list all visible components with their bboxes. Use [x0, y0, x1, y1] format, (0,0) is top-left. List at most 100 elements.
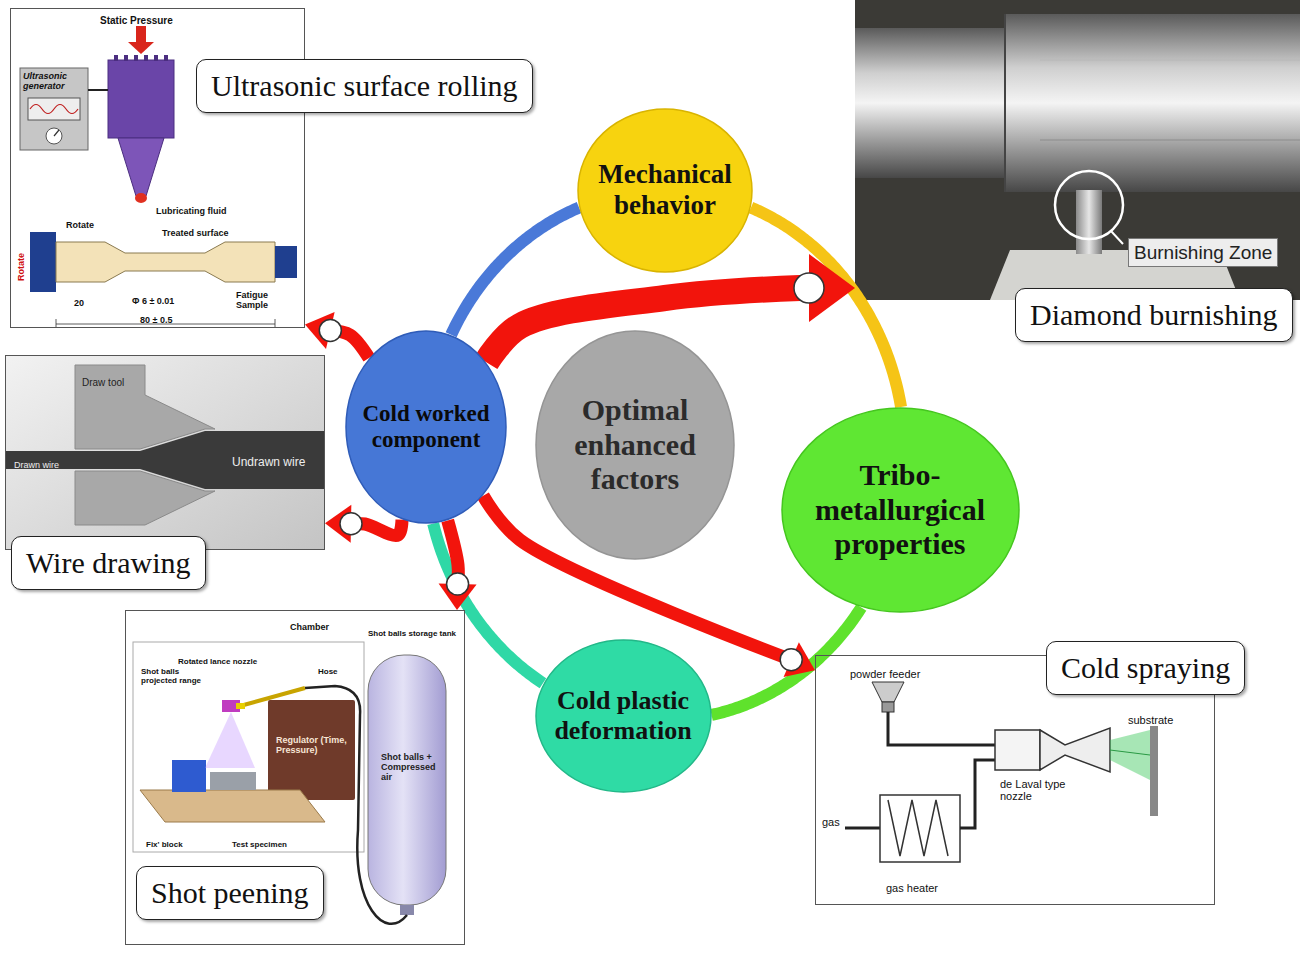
heater-coil: [888, 800, 948, 856]
substrate-plate: [1150, 726, 1158, 816]
label-anchor: de Laval type nozzle: [1000, 778, 1090, 804]
regulator: [268, 700, 355, 800]
part-label: Undrawn wire: [232, 456, 305, 469]
workpiece-step: [1004, 14, 1006, 192]
test-specimen: [210, 772, 256, 790]
rolling-head: [108, 60, 174, 138]
label-anchor: powder feeder: [850, 664, 920, 682]
gas-line: [845, 827, 880, 830]
label-anchor: Burnishing Zone: [1128, 238, 1278, 267]
label-anchor: Lubricating fluid: [156, 200, 227, 218]
part-label: Draw tool: [82, 377, 124, 388]
arrow-marker: [794, 273, 824, 303]
part-label: 20: [74, 298, 84, 308]
ring-arc-line: [711, 607, 861, 715]
flow-arrow: [305, 312, 369, 358]
fatigue-sample: [56, 242, 275, 282]
illustration-panel: Shot peening: [125, 610, 465, 945]
base-plate: [140, 790, 325, 822]
label-anchor: Undrawn wire: [232, 452, 305, 470]
part-label: Φ 6 ± 0.01: [132, 296, 174, 306]
center-circle: Optimal enhanced factors: [535, 330, 735, 560]
storage-tank: [368, 655, 446, 905]
label-anchor: Static Pressure: [100, 10, 173, 28]
label-anchor: Shot balls + Compressed air: [381, 752, 443, 784]
laval-nozzle: [1040, 728, 1110, 772]
head-tab: [114, 55, 118, 61]
part-label: de Laval type nozzle: [1000, 778, 1090, 803]
spray-cone: [205, 712, 255, 768]
label-anchor: Drawn wire: [14, 454, 59, 472]
dimension-tick: [56, 319, 57, 327]
part-label: Treated surface: [162, 228, 229, 238]
label-anchor: Fatigue Sample: [236, 290, 278, 312]
circle-fill: [578, 109, 752, 272]
label-anchor: Shot balls storage tank: [368, 622, 456, 640]
gas-line: [960, 760, 995, 828]
clamp: [30, 232, 56, 292]
label-anchor: Treated surface: [162, 222, 229, 240]
ring-arc-line: [751, 208, 901, 407]
pressure-arrow: [128, 42, 154, 54]
panel-title: Shot peening: [136, 866, 324, 920]
ring-arc: [751, 208, 901, 407]
part-label: powder feeder: [850, 668, 920, 680]
particle-jet: [1110, 750, 1150, 755]
part-label: Chamber: [290, 622, 329, 632]
clamp: [275, 246, 297, 278]
part-label: Shot balls projected range: [141, 668, 216, 686]
generator-dial: [46, 128, 62, 144]
powder-hopper: [882, 702, 894, 712]
label-anchor: Rotate: [7, 256, 35, 274]
fix-block: [172, 760, 206, 792]
circle-fill: [782, 408, 1019, 612]
machining-mark: [1040, 140, 1300, 141]
powder-line: [888, 712, 995, 745]
arrow-marker: [780, 649, 802, 671]
part-label: Test specimen: [232, 841, 287, 850]
particle-jet: [1110, 730, 1150, 780]
illustration-panel: Ultrasonic surface rolling: [10, 8, 305, 328]
hub-circle: Cold worked component: [345, 330, 507, 524]
panel-ground: [125, 610, 465, 945]
chamber-outline: [133, 642, 364, 852]
head-tab: [164, 55, 168, 61]
part-label: substrate: [1128, 714, 1173, 726]
generator-box: [20, 68, 88, 150]
part-label: Rotate: [16, 253, 26, 281]
leader-line: [1111, 231, 1123, 244]
label-anchor: Rotated lance nozzle: [178, 650, 257, 668]
label-anchor: Chamber: [290, 616, 329, 634]
node-label: Tribo-metallurgical properties: [810, 458, 990, 562]
part-label: Burnishing Zone: [1128, 238, 1278, 267]
photo-ground: [855, 0, 1300, 300]
rolling-horn: [118, 138, 164, 196]
part-label: Ultrasonic generator: [23, 71, 85, 91]
part-label: gas: [822, 816, 840, 828]
head-tab: [134, 55, 138, 61]
circle-fill: [346, 331, 506, 523]
label-anchor: gas heater: [886, 878, 938, 896]
workpiece: [855, 28, 1005, 178]
arrow-marker: [447, 573, 469, 595]
property-circle: Cold plastic deformation: [535, 639, 712, 793]
tank-valve: [400, 905, 414, 915]
flow-arrow: [439, 520, 477, 610]
zone-ring: [1055, 171, 1123, 239]
node-label: Optimal enhanced factors: [570, 393, 700, 497]
part-label: Rotate: [66, 220, 94, 230]
ring-arc: [711, 607, 861, 715]
panel-title: Cold spraying: [1046, 641, 1245, 695]
part-label: 80 ± 0.5: [140, 315, 172, 325]
part-label: Fatigue Sample: [236, 290, 278, 310]
part-label: Shot balls storage tank: [368, 630, 456, 639]
part-label: Shot balls + Compressed air: [381, 752, 443, 782]
arrow-marker: [340, 513, 362, 535]
sine-wave: [30, 105, 78, 114]
part-label: Static Pressure: [100, 15, 173, 26]
cable: [88, 89, 108, 91]
panel-title: Diamond burnishing: [1015, 288, 1293, 342]
circle-fill: [536, 640, 711, 792]
label-anchor: 80 ± 0.5: [140, 309, 172, 327]
node-label: Cold worked component: [356, 401, 496, 454]
